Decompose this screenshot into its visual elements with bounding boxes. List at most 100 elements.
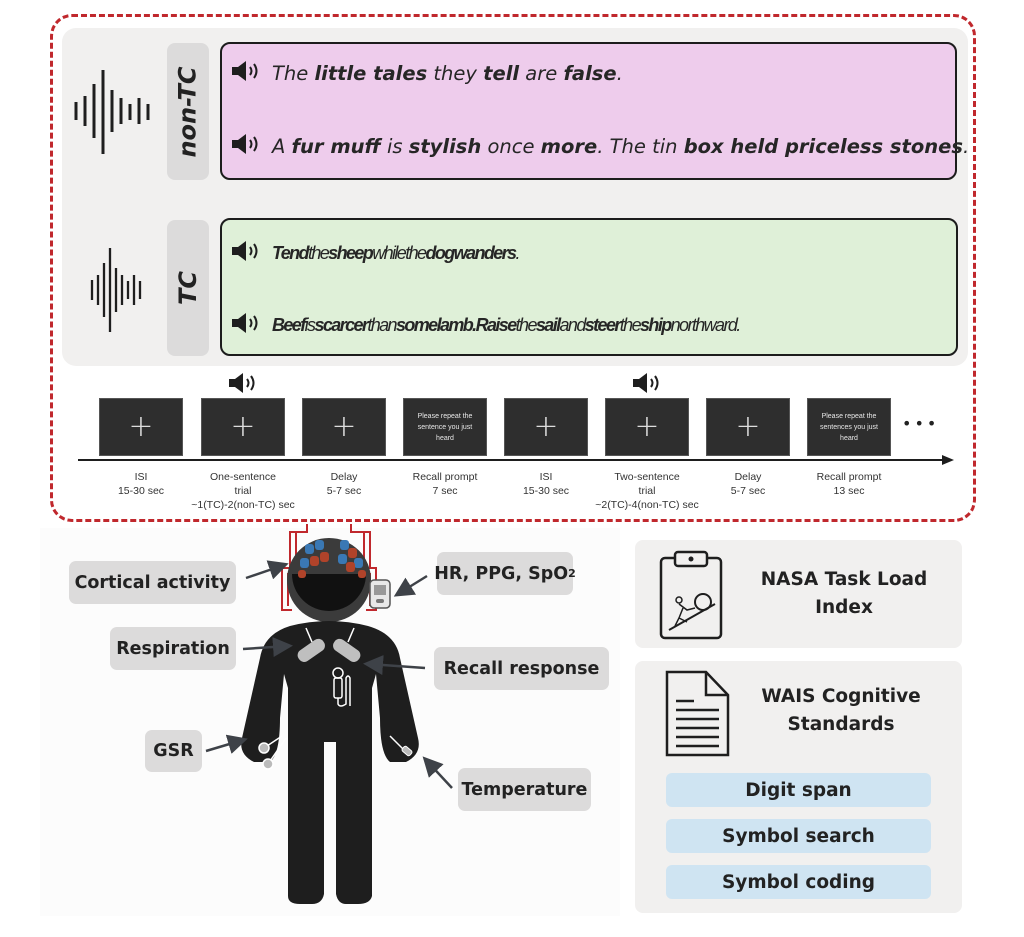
arrow-hr bbox=[393, 574, 428, 597]
respiration-sensor-icon bbox=[297, 627, 361, 662]
fixation-screen: + bbox=[201, 398, 285, 456]
fixation-cross: + bbox=[230, 409, 256, 444]
recall-prompt-screen: Please repeat the sentence you just hear… bbox=[403, 398, 487, 456]
fixation-cross: + bbox=[634, 409, 660, 444]
sentence-line: Beefisscarcerthansomelamb.Raisethesailan… bbox=[230, 312, 742, 339]
sentence-word: is bbox=[304, 315, 316, 335]
participant-figure bbox=[241, 524, 419, 904]
sentence-word: the bbox=[515, 315, 538, 335]
sentence-word: northward. bbox=[670, 315, 742, 335]
timeline-step-label: ISI 15-30 sec bbox=[486, 470, 606, 498]
sentence-word: The bbox=[272, 62, 315, 85]
sentence-word: than bbox=[367, 315, 397, 335]
wide-waveform-icon bbox=[74, 70, 150, 154]
emphasized-word: fur muff bbox=[291, 135, 381, 158]
emphasized-word: scarcer bbox=[314, 315, 368, 335]
label-respiration: Respiration bbox=[110, 627, 236, 670]
nasa-title-line: Index bbox=[815, 597, 873, 618]
emphasized-word: dog bbox=[425, 243, 455, 263]
timeline-label-line: 15-30 sec bbox=[522, 485, 570, 497]
sentence-word: is bbox=[380, 135, 409, 158]
wais-title: WAIS Cognitive Standards bbox=[733, 683, 949, 739]
sentence-word: . bbox=[616, 62, 623, 85]
document-icon bbox=[665, 670, 730, 757]
timeline-label-line: ~1(TC)-2(non-TC) sec bbox=[191, 499, 295, 511]
sentence-text: A fur muff is stylish once more. The tin… bbox=[272, 135, 969, 158]
arrow-cortical bbox=[245, 560, 289, 580]
speaker-icon bbox=[230, 312, 264, 339]
subtest-symbol-coding: Symbol coding bbox=[666, 865, 931, 899]
fixation-screen: + bbox=[302, 398, 386, 456]
arrow-temperature bbox=[422, 756, 453, 789]
emphasized-word: Tend bbox=[272, 243, 310, 263]
timeline-label-line: ISI bbox=[539, 471, 553, 483]
sentence-word: and bbox=[559, 315, 587, 335]
sentence-word: . bbox=[962, 135, 970, 158]
timeline-label-line: Two-sentence bbox=[614, 471, 680, 483]
condition-label-tc: TC bbox=[167, 220, 209, 356]
hr-label-subscript: 2 bbox=[568, 567, 576, 580]
subtest-symbol-search: Symbol search bbox=[666, 819, 931, 853]
label-gsr: GSR bbox=[145, 730, 202, 772]
timeline-label-line: Recall prompt bbox=[816, 471, 882, 483]
sentence-line: Tendthesheepwhilethedogwanders. bbox=[230, 240, 521, 267]
timeline-arrow bbox=[78, 455, 954, 465]
tc-sentence-box: Tendthesheepwhilethedogwanders. Beefissc… bbox=[220, 218, 958, 356]
timeline-label-line: Recall prompt bbox=[412, 471, 478, 483]
speaker-icon bbox=[227, 372, 261, 398]
nasa-tlx-title: NASA Task Load Index bbox=[733, 566, 955, 622]
protocol-frame bbox=[50, 14, 976, 522]
emphasized-word: false bbox=[563, 62, 617, 85]
non-tc-sentence-box: The little tales they tell are false. A … bbox=[220, 42, 969, 180]
recall-prompt-screen: Please repeat the sentences you just hea… bbox=[807, 398, 891, 456]
emphasized-word: stylish bbox=[408, 135, 482, 158]
emphasized-word: tell bbox=[483, 62, 520, 85]
timeline-label-line: 13 sec bbox=[833, 485, 865, 497]
fixation-cross: + bbox=[533, 409, 559, 444]
sentence-word: A bbox=[272, 135, 292, 158]
emphasized-word: box held priceless stones bbox=[683, 135, 963, 158]
speaker-icon bbox=[230, 133, 264, 160]
sentence-word: the bbox=[307, 243, 330, 263]
sentence-line: The little tales they tell are false. bbox=[230, 60, 623, 87]
gsr-sensor-icon bbox=[258, 735, 287, 770]
sentence-text: Tendthesheepwhilethedogwanders. bbox=[272, 243, 521, 264]
label-recall-response: Recall response bbox=[434, 647, 609, 690]
sentence-word: they bbox=[427, 62, 484, 85]
fixation-screen: + bbox=[706, 398, 790, 456]
fixation-cross: + bbox=[735, 409, 761, 444]
sentence-word: whilethe bbox=[372, 243, 427, 263]
emphasized-word: Beef bbox=[272, 315, 306, 335]
sentence-word: are bbox=[519, 62, 564, 85]
nasa-title-line: NASA Task Load bbox=[760, 569, 928, 590]
sentence-text: Beefisscarcerthansomelamb.Raisethesailan… bbox=[272, 315, 742, 336]
timeline-label-line: trial bbox=[234, 485, 252, 497]
speaker-icon bbox=[631, 372, 665, 398]
emphasized-word: somelamb. bbox=[395, 315, 477, 335]
emphasized-word: more bbox=[540, 135, 598, 158]
nasa-tlx-card: NASA Task Load Index bbox=[635, 540, 962, 648]
temperature-sensor-icon bbox=[389, 735, 413, 757]
timeline-label-line: 15-30 sec bbox=[117, 485, 165, 497]
trial-timeline: + ISI 15-30 sec + One-sentence trial ~1(TC)-2(… bbox=[99, 372, 891, 512]
timeline-label-line: One-sentence bbox=[210, 471, 276, 483]
emphasized-word: little tales bbox=[314, 62, 428, 85]
timeline-label-line: 5-7 sec bbox=[326, 485, 362, 497]
speaker-icon bbox=[230, 240, 264, 267]
sentence-word: . bbox=[515, 243, 520, 263]
timeline-label-line: ~2(TC)-4(non-TC) sec bbox=[595, 499, 699, 511]
wais-title-line: WAIS Cognitive bbox=[761, 686, 921, 707]
fixation-cross: + bbox=[128, 409, 154, 444]
condition-label-non-tc: non-TC bbox=[167, 43, 209, 180]
arrow-recall bbox=[363, 655, 426, 676]
microphone-icon bbox=[332, 667, 351, 707]
wais-card: WAIS Cognitive Standards Digit span Symb… bbox=[635, 661, 962, 913]
subtest-digit-span: Digit span bbox=[666, 773, 931, 807]
emphasized-word: sail bbox=[535, 315, 561, 335]
timeline-label-line: Delay bbox=[734, 471, 762, 483]
